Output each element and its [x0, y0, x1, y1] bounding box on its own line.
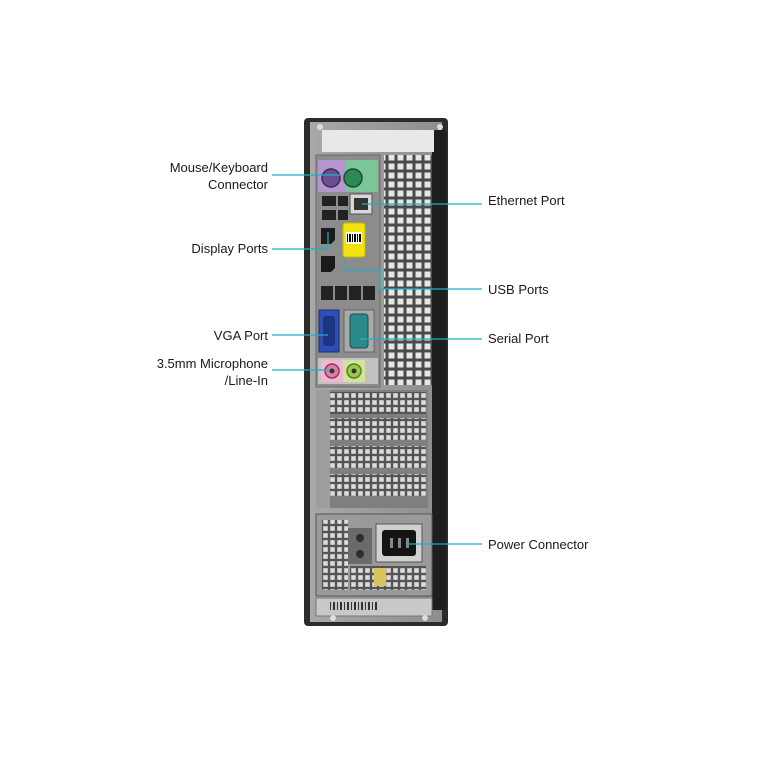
leader-lines [272, 174, 482, 545]
ps2-keyboard-port [343, 168, 363, 188]
usb-port [322, 196, 336, 206]
display-port [321, 256, 335, 272]
label-power-connector: Power Connector [488, 537, 589, 552]
ethernet-jack [354, 198, 368, 210]
ps2-mouse-port [321, 168, 341, 188]
label-line: 3.5mm Microphone [156, 356, 268, 371]
power-supply [315, 513, 433, 597]
usb-port [349, 286, 361, 300]
label-microphone-line-in: 3.5mm Microphone /Line-In [157, 355, 268, 389]
usb-port [338, 210, 348, 220]
usb-port [363, 286, 375, 300]
leader-line-display-ports [272, 232, 329, 250]
label-line: Connector [208, 177, 268, 192]
label-line: /Line-In [224, 373, 268, 388]
label-vga-port: VGA Port [213, 328, 268, 343]
label-display-ports: Display Ports [191, 241, 268, 256]
serial-connector [349, 313, 369, 349]
expansion-slots [316, 390, 428, 508]
label-line: Mouse/Keyboard [169, 160, 268, 175]
usb-port [322, 210, 336, 220]
usb-port [335, 286, 347, 300]
usb-port [321, 286, 333, 300]
label-usb-ports: USB Ports [488, 282, 549, 297]
label-serial-port: Serial Port [488, 331, 549, 346]
vent-grille [384, 155, 432, 385]
io-panel [315, 154, 381, 388]
leader-line-usb [343, 262, 482, 290]
label-ethernet-port: Ethernet Port [488, 193, 565, 208]
label-mouse-keyboard-connector: Mouse/Keyboard Connector [170, 159, 268, 193]
usb-port [338, 196, 348, 206]
